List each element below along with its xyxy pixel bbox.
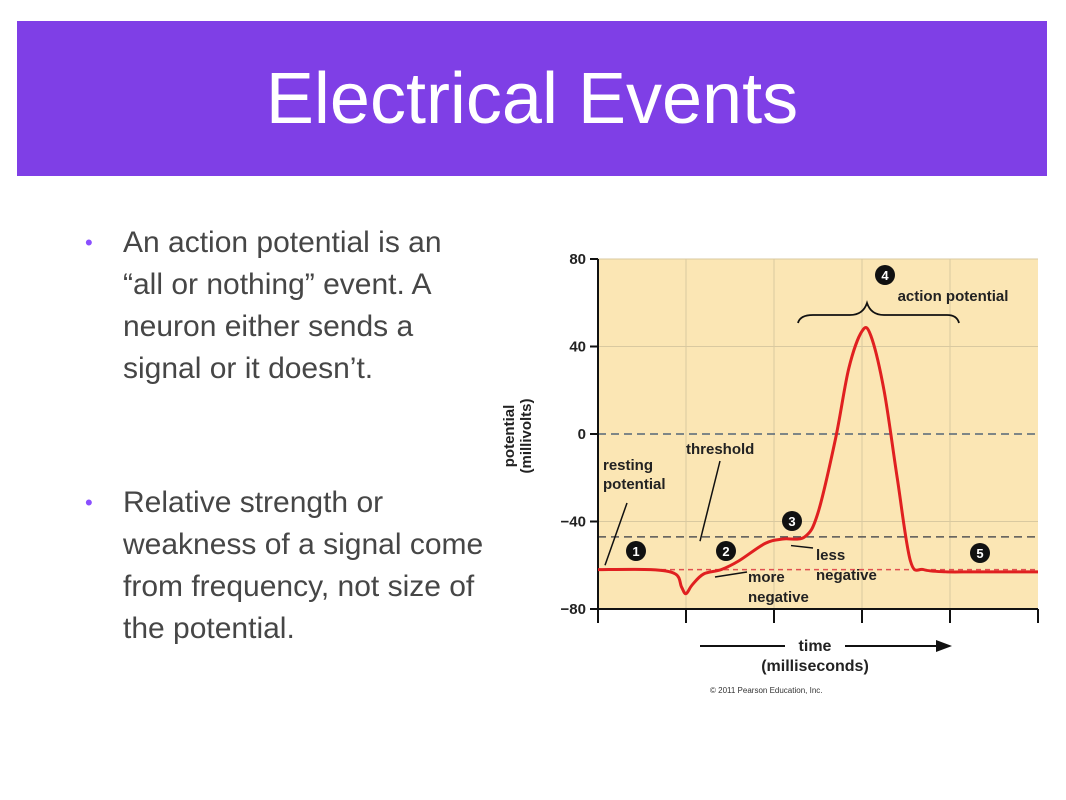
step-marker (875, 265, 895, 285)
step-marker (970, 543, 990, 563)
step-marker-number: 5 (976, 546, 983, 561)
y-axis-label: potential (501, 405, 518, 468)
bullet-text: Relative strength or weakness of a signa… (123, 486, 484, 645)
copyright-credit: © 2011 Pearson Education, Inc. (710, 686, 822, 695)
step-marker (626, 541, 646, 561)
more-negative-label: negative (748, 589, 809, 606)
step-marker-number: 1 (632, 544, 639, 559)
more-negative-pointer (714, 571, 748, 578)
y-tick-label: −40 (561, 514, 586, 531)
bullet-item: • Relative strength or weakness of a sig… (85, 482, 485, 712)
x-axis-label: (milliseconds) (761, 658, 869, 675)
x-axis-label: time (799, 638, 832, 655)
y-tick-label: 40 (569, 339, 586, 356)
resting-potential-label: potential (603, 476, 666, 493)
action-potential-chart: 80400−40−80potential(millivolts)restingp… (501, 251, 1039, 695)
title-bar: Electrical Events (17, 21, 1047, 176)
slide-title: Electrical Events (265, 58, 799, 139)
time-arrowhead (936, 640, 952, 652)
y-tick-label: 0 (578, 426, 586, 443)
bullet-dot: • (85, 490, 93, 515)
y-axis-label: (millivolts) (518, 398, 535, 473)
bullet-item: • An action potential is an “all or noth… (85, 222, 485, 442)
resting-potential-label: resting (603, 457, 653, 474)
resting-potential-pointer (604, 502, 628, 566)
more-negative-label: more (748, 569, 785, 586)
threshold-pointer (699, 460, 721, 542)
action-potential-curve (597, 326, 1038, 596)
less-negative-label: less (816, 547, 845, 564)
threshold-label: threshold (686, 441, 754, 458)
y-tick-label: −80 (561, 601, 586, 618)
action-potential-label: action potential (898, 288, 1009, 305)
bullet-text: An action potential is an “all or nothin… (123, 226, 442, 385)
step-marker-number: 2 (722, 544, 729, 559)
bullet-dot: • (85, 230, 93, 255)
step-marker-number: 4 (881, 268, 889, 283)
less-negative-label: negative (816, 567, 877, 584)
action-potential-brace (797, 300, 960, 324)
less-negative-pointer (790, 544, 814, 549)
step-marker (716, 541, 736, 561)
y-tick-label: 80 (569, 251, 586, 268)
step-marker (782, 511, 802, 531)
step-marker-number: 3 (788, 514, 795, 529)
